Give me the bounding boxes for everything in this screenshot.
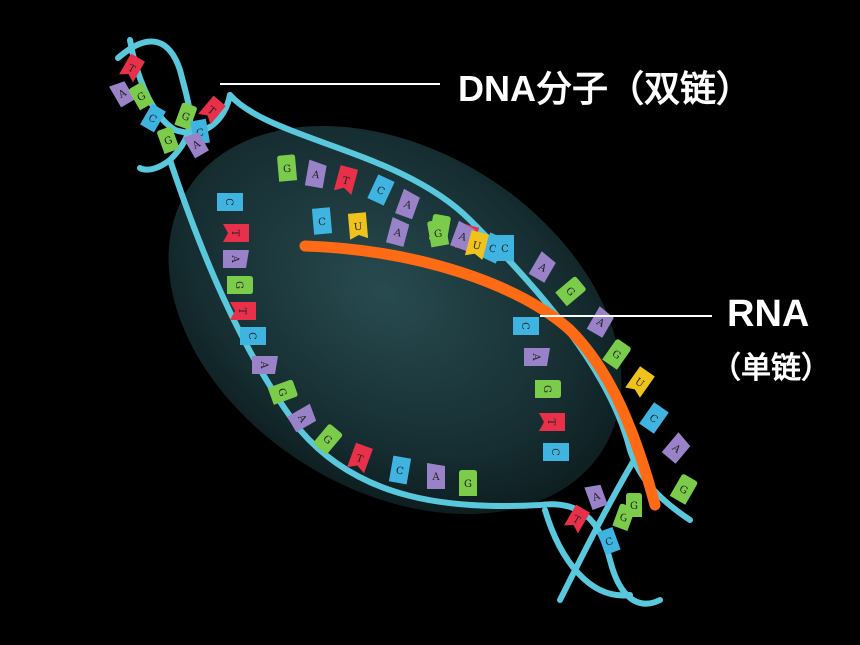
- base-a: A: [427, 463, 445, 489]
- base-a: A: [395, 188, 420, 220]
- base-a: A: [586, 306, 614, 338]
- base-t: T: [564, 504, 590, 534]
- base-g: G: [312, 424, 343, 455]
- base-c: C: [217, 193, 243, 211]
- base-g: G: [459, 470, 477, 496]
- base-letter: T: [354, 453, 364, 466]
- base-a: A: [584, 484, 608, 511]
- base-c: C: [543, 443, 569, 461]
- base-a: A: [528, 251, 556, 283]
- base-g: G: [267, 379, 298, 405]
- base-letter: G: [283, 164, 292, 176]
- base-letter: C: [375, 185, 387, 198]
- base-c: C: [496, 235, 514, 261]
- base-u: U: [464, 230, 490, 260]
- base-letter: C: [246, 332, 257, 340]
- base-t: T: [230, 302, 256, 320]
- base-u: U: [347, 212, 369, 240]
- base-a: A: [252, 356, 278, 374]
- base-a: A: [287, 403, 317, 433]
- base-g: G: [669, 474, 698, 505]
- base-letter: G: [541, 385, 552, 393]
- base-t: T: [223, 224, 249, 242]
- base-g: G: [157, 126, 180, 155]
- base-letter: G: [233, 281, 244, 289]
- base-letter: A: [229, 254, 240, 263]
- base-letter: C: [501, 244, 509, 255]
- base-c: C: [240, 327, 266, 345]
- base-g: G: [227, 276, 253, 294]
- base-letter: A: [258, 360, 269, 369]
- base-letter: A: [431, 472, 440, 483]
- base-g: G: [427, 219, 450, 248]
- base-t: T: [119, 53, 145, 83]
- base-t: T: [198, 95, 226, 125]
- base-letter: G: [618, 512, 629, 525]
- base-a: A: [223, 250, 249, 268]
- base-letter: T: [341, 175, 351, 187]
- base-a: A: [304, 159, 327, 189]
- base-a: A: [661, 432, 691, 464]
- rna-strand: [299, 240, 661, 511]
- base-g: G: [535, 380, 561, 398]
- base-letter: G: [163, 135, 174, 148]
- base-letter: C: [487, 243, 499, 256]
- base-g: G: [277, 154, 298, 182]
- base-letter: G: [630, 501, 638, 512]
- base-letter: A: [392, 227, 404, 240]
- base-a: A: [524, 348, 550, 366]
- base-letter: G: [433, 228, 443, 240]
- base-a: A: [385, 217, 410, 247]
- base-letter: C: [519, 322, 530, 330]
- base-letter: U: [471, 240, 482, 253]
- base-letter: G: [180, 111, 191, 124]
- rna-single-strand-label: （单链）: [711, 351, 831, 386]
- base-g: G: [626, 493, 642, 517]
- base-a: A: [183, 132, 209, 159]
- base-letter: C: [223, 198, 234, 206]
- dna-molecule-label: DNA分子（双链）: [458, 68, 752, 109]
- base-letter: T: [571, 514, 583, 527]
- base-c: C: [311, 207, 333, 235]
- base-letter: T: [545, 419, 556, 426]
- base-g: G: [602, 339, 631, 370]
- base-t: T: [347, 442, 373, 474]
- base-c: C: [513, 317, 539, 335]
- base-letter: G: [464, 479, 472, 490]
- backbone-bottom-helix: [542, 447, 643, 603]
- base-letter: U: [353, 222, 362, 234]
- base-letter: C: [549, 448, 560, 456]
- transcription-bubble: [168, 125, 622, 515]
- base-letter: C: [318, 217, 327, 229]
- base-letter: T: [126, 63, 138, 76]
- base-letter: C: [395, 465, 405, 477]
- base-letter: C: [196, 127, 206, 139]
- base-c: C: [597, 526, 621, 556]
- base-letter: G: [275, 387, 288, 398]
- base-g: G: [129, 82, 154, 111]
- base-letter: T: [236, 308, 247, 315]
- base-letter: A: [310, 169, 321, 181]
- base-u: U: [625, 366, 655, 398]
- base-c: C: [367, 174, 395, 206]
- base-letter: C: [604, 536, 615, 549]
- base-t: T: [539, 413, 565, 431]
- base-c: C: [388, 455, 412, 485]
- base-t: T: [333, 165, 359, 195]
- base-letter: A: [530, 352, 541, 361]
- base-a: A: [109, 81, 135, 108]
- rna-label: RNA: [727, 293, 810, 335]
- base-g: G: [555, 276, 586, 307]
- backbone-inner: [167, 157, 663, 607]
- base-c: C: [639, 402, 669, 434]
- base-c: C: [140, 103, 166, 133]
- base-letter: T: [229, 230, 240, 237]
